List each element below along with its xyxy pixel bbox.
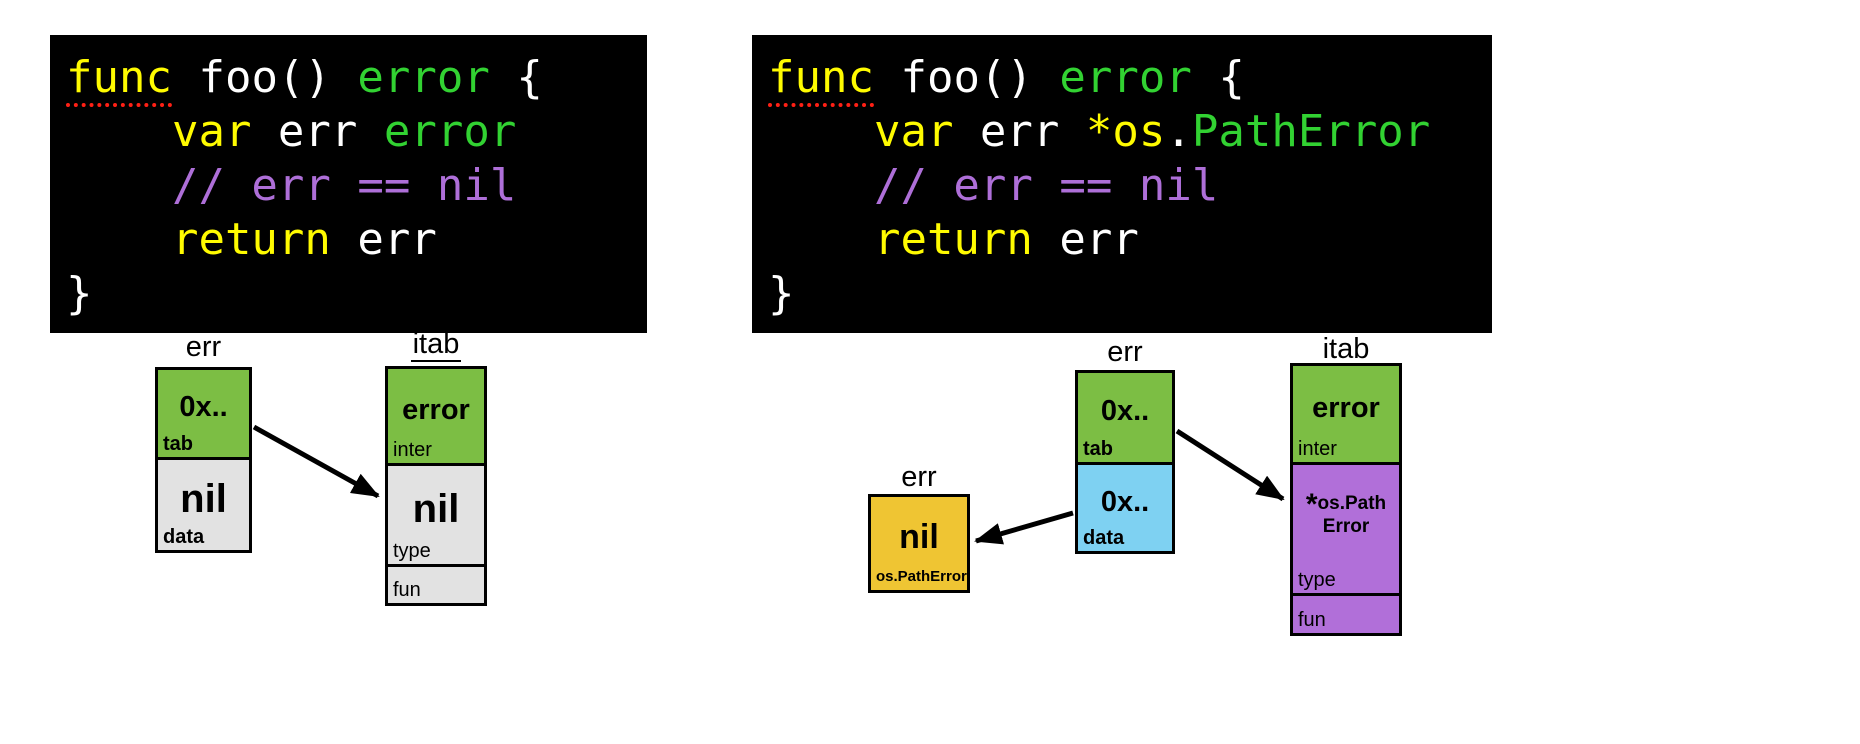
keyword-func: func: [66, 52, 172, 107]
keyword-var: var: [768, 106, 954, 157]
nil-value: nil: [899, 518, 939, 556]
type-value: nil: [412, 486, 460, 531]
err-variable-label: err: [1075, 336, 1175, 369]
tab-field-label: tab: [1083, 438, 1113, 460]
keyword-return: return: [66, 214, 331, 265]
data-cell: nil data: [155, 457, 252, 553]
comment-token: // err == nil: [768, 160, 1219, 211]
err-variable-box: 0x.. tab 0x.. data: [1075, 370, 1175, 554]
data-value: nil: [180, 476, 227, 521]
inter-cell: error inter: [385, 366, 487, 466]
code-panel-left: func foo() error { var err error // err …: [50, 35, 647, 333]
data-field-label: data: [163, 526, 205, 548]
pointer-star: *: [1305, 487, 1318, 521]
code-line: func foo() error {: [768, 51, 1482, 107]
keyword-return: return: [768, 214, 1033, 265]
err-label-text: err: [1107, 336, 1143, 368]
code-panel-right: func foo() error { var err *os.PathError…: [752, 35, 1492, 333]
code-token: err: [330, 214, 437, 265]
pointer-os-token: *os: [1085, 106, 1166, 157]
code-token: foo(): [171, 52, 358, 103]
itab-box: error inter nil type fun: [385, 366, 487, 606]
arrow-data-to-nil: [974, 510, 1074, 545]
fun-cell: fun: [385, 564, 487, 606]
type-token-error: error: [357, 52, 490, 103]
fun-field-label: fun: [1298, 609, 1326, 631]
type-field-label: type: [393, 540, 431, 562]
code-line: }: [768, 267, 1482, 321]
nil-patherror-box: nil os.PathError: [868, 494, 970, 593]
code-token: err: [1032, 214, 1139, 265]
itab-label-text: itab: [410, 328, 462, 362]
fun-field-label: fun: [393, 579, 421, 601]
tab-value: 0x..: [179, 391, 228, 423]
code-line: // err == nil: [66, 159, 637, 213]
keyword-func: func: [768, 52, 874, 107]
inter-cell: error inter: [1290, 363, 1402, 465]
keyword-var: var: [66, 106, 252, 157]
code-line: }: [66, 267, 637, 321]
code-line: func foo() error {: [66, 51, 637, 107]
patherror-type-label: os.PathError: [876, 568, 967, 585]
fun-cell: fun: [1290, 593, 1402, 636]
code-token: err: [251, 106, 384, 157]
code-token: err: [953, 106, 1086, 157]
data-cell: 0x.. data: [1075, 462, 1175, 554]
type-cell: nil type: [385, 463, 487, 567]
code-line: // err == nil: [768, 159, 1482, 213]
inter-field-label: inter: [393, 439, 432, 461]
data-field-label: data: [1083, 527, 1125, 549]
nil-cell: nil os.PathError: [868, 494, 970, 593]
tab-cell: 0x.. tab: [1075, 370, 1175, 465]
inter-value: error: [402, 393, 470, 426]
type-token-error: error: [1059, 52, 1192, 103]
code-line: return err: [66, 213, 637, 267]
comment-token: // err == nil: [66, 160, 517, 211]
err-label-text: err: [901, 461, 937, 493]
type-token-patherror: PathError: [1191, 106, 1431, 157]
type-value-line2: Error: [1322, 515, 1370, 537]
type-field-label: type: [1298, 569, 1336, 591]
code-line: var err *os.PathError: [768, 105, 1482, 159]
itab-label: itab: [1290, 333, 1402, 367]
arrow-tab-to-itab: [1175, 428, 1285, 502]
code-token: {: [1191, 52, 1245, 103]
type-token-error: error: [383, 106, 517, 157]
arrow-tab-to-itab: [252, 424, 380, 499]
code-token: }: [768, 268, 795, 319]
tab-value: 0x..: [1100, 395, 1150, 427]
code-token: {: [489, 52, 543, 103]
data-value: 0x..: [1100, 485, 1150, 518]
code-token: .: [1165, 106, 1192, 157]
type-value-line1: os.Path: [1317, 492, 1387, 514]
err-variable-label: err: [155, 331, 252, 364]
code-line: var err error: [66, 105, 637, 159]
err-label-text: err: [185, 331, 222, 363]
inter-value: error: [1312, 391, 1380, 424]
tab-cell: 0x.. tab: [155, 367, 252, 460]
itab-label-text: itab: [1320, 333, 1372, 367]
inter-field-label: inter: [1298, 438, 1337, 460]
err-variable-box: 0x.. tab nil data: [155, 367, 252, 553]
code-line: return err: [768, 213, 1482, 267]
code-token: }: [66, 268, 93, 319]
code-token: foo(): [873, 52, 1060, 103]
itab-label: itab: [381, 328, 491, 362]
tab-field-label: tab: [163, 433, 193, 455]
pointed-err-label: err: [868, 461, 970, 494]
